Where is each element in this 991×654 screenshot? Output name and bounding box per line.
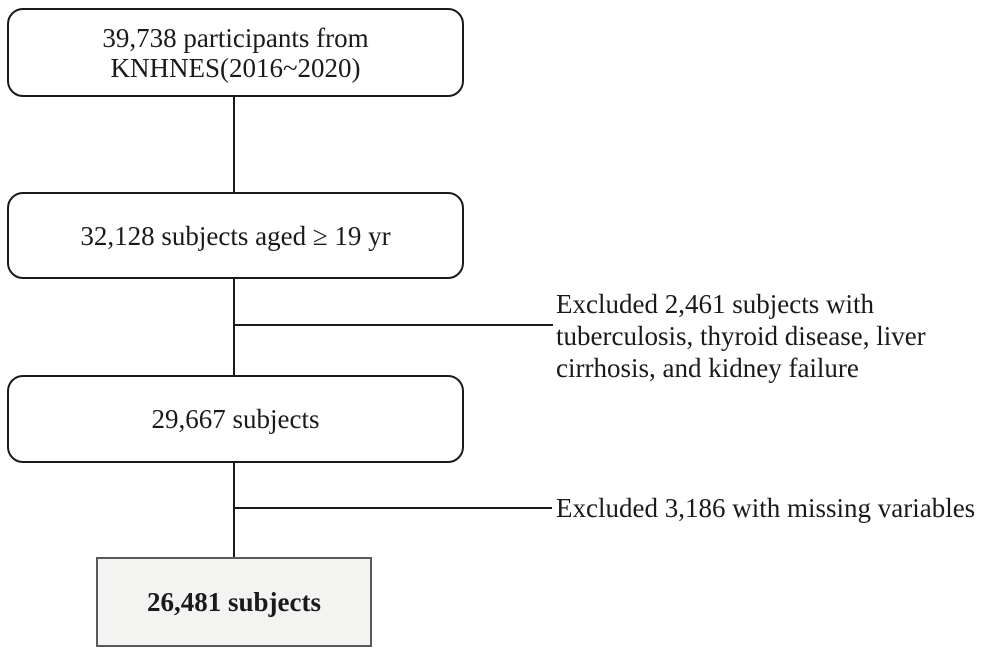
exclusion-note-line: cirrhosis, and kidney failure [556,353,859,383]
flow-box-after-disease-exclusion: 29,667 subjects [7,375,464,463]
exclusion-note-line: tuberculosis, thyroid disease, liver [556,321,926,351]
exclusion-note-1: Excluded 2,461 subjects with tuberculosi… [556,288,926,384]
flow-box-final-sample: 26,481 subjects [96,557,372,647]
exclusion-note-2: Excluded 3,186 with missing variables [556,492,975,524]
exclusion-note-line: Excluded 2,461 subjects with [556,289,874,319]
flow-box-text-line: 29,667 subjects [151,404,320,434]
exclusion-branch-line-1 [234,323,553,326]
exclusion-note-line: Excluded 3,186 with missing variables [556,493,976,523]
flow-box-aged-subjects: 32,128 subjects aged ≥ 19 yr [7,192,464,279]
exclusion-branch-line-2 [234,506,552,509]
flow-box-participants: 39,738 participants from KNHNES(2016~202… [7,8,464,97]
flow-box-text-line: 26,481 subjects [147,587,321,617]
flow-box-text-line: KNHNES(2016~2020) [110,52,361,83]
flow-box-text-line: 39,738 participants from [102,22,369,53]
vertical-connector-line [232,97,235,557]
flow-box-text-line: 32,128 subjects aged ≥ 19 yr [80,220,391,251]
